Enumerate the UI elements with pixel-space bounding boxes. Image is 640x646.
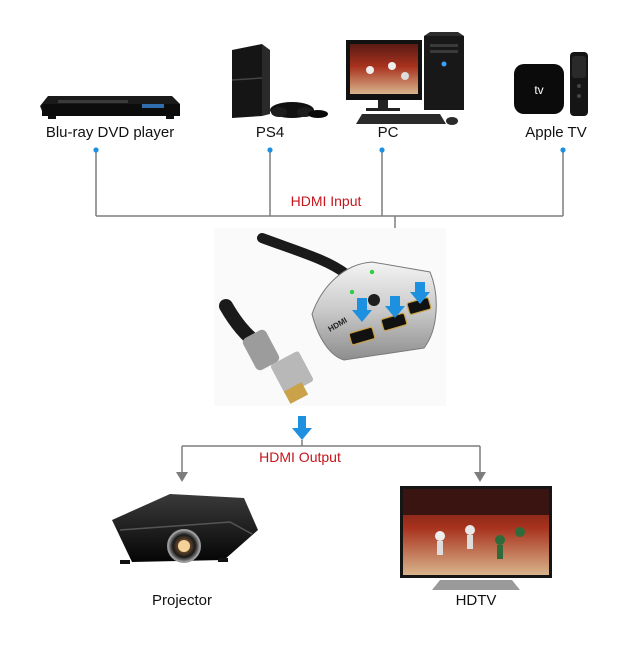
apple-tv-icon: tv — [514, 52, 588, 116]
hdmi-output-label: HDMI Output — [259, 449, 341, 465]
device-label-projector: Projector — [151, 592, 213, 609]
device-label-bluray: Blu-ray DVD player — [45, 124, 175, 141]
output-connector-lines — [176, 440, 486, 482]
hdmi-input-label: HDMI Input — [290, 193, 362, 209]
hdmi-switch-icon: HDMI — [214, 228, 446, 406]
desktop-pc-icon — [346, 32, 464, 125]
svg-text:tv: tv — [534, 83, 543, 97]
device-label-hdtv: HDTV — [455, 592, 497, 609]
input-arrows — [352, 282, 430, 322]
bluray-player-icon — [40, 96, 180, 119]
ps4-console-icon — [231, 44, 328, 118]
input-connection-dots — [93, 147, 566, 153]
device-label-ps4: PS4 — [255, 124, 285, 141]
device-label-pc: PC — [377, 124, 399, 141]
hdtv-icon — [400, 486, 552, 590]
device-label-apple-tv: Apple TV — [525, 124, 587, 141]
projector-icon — [112, 494, 258, 564]
output-arrow — [292, 416, 312, 440]
